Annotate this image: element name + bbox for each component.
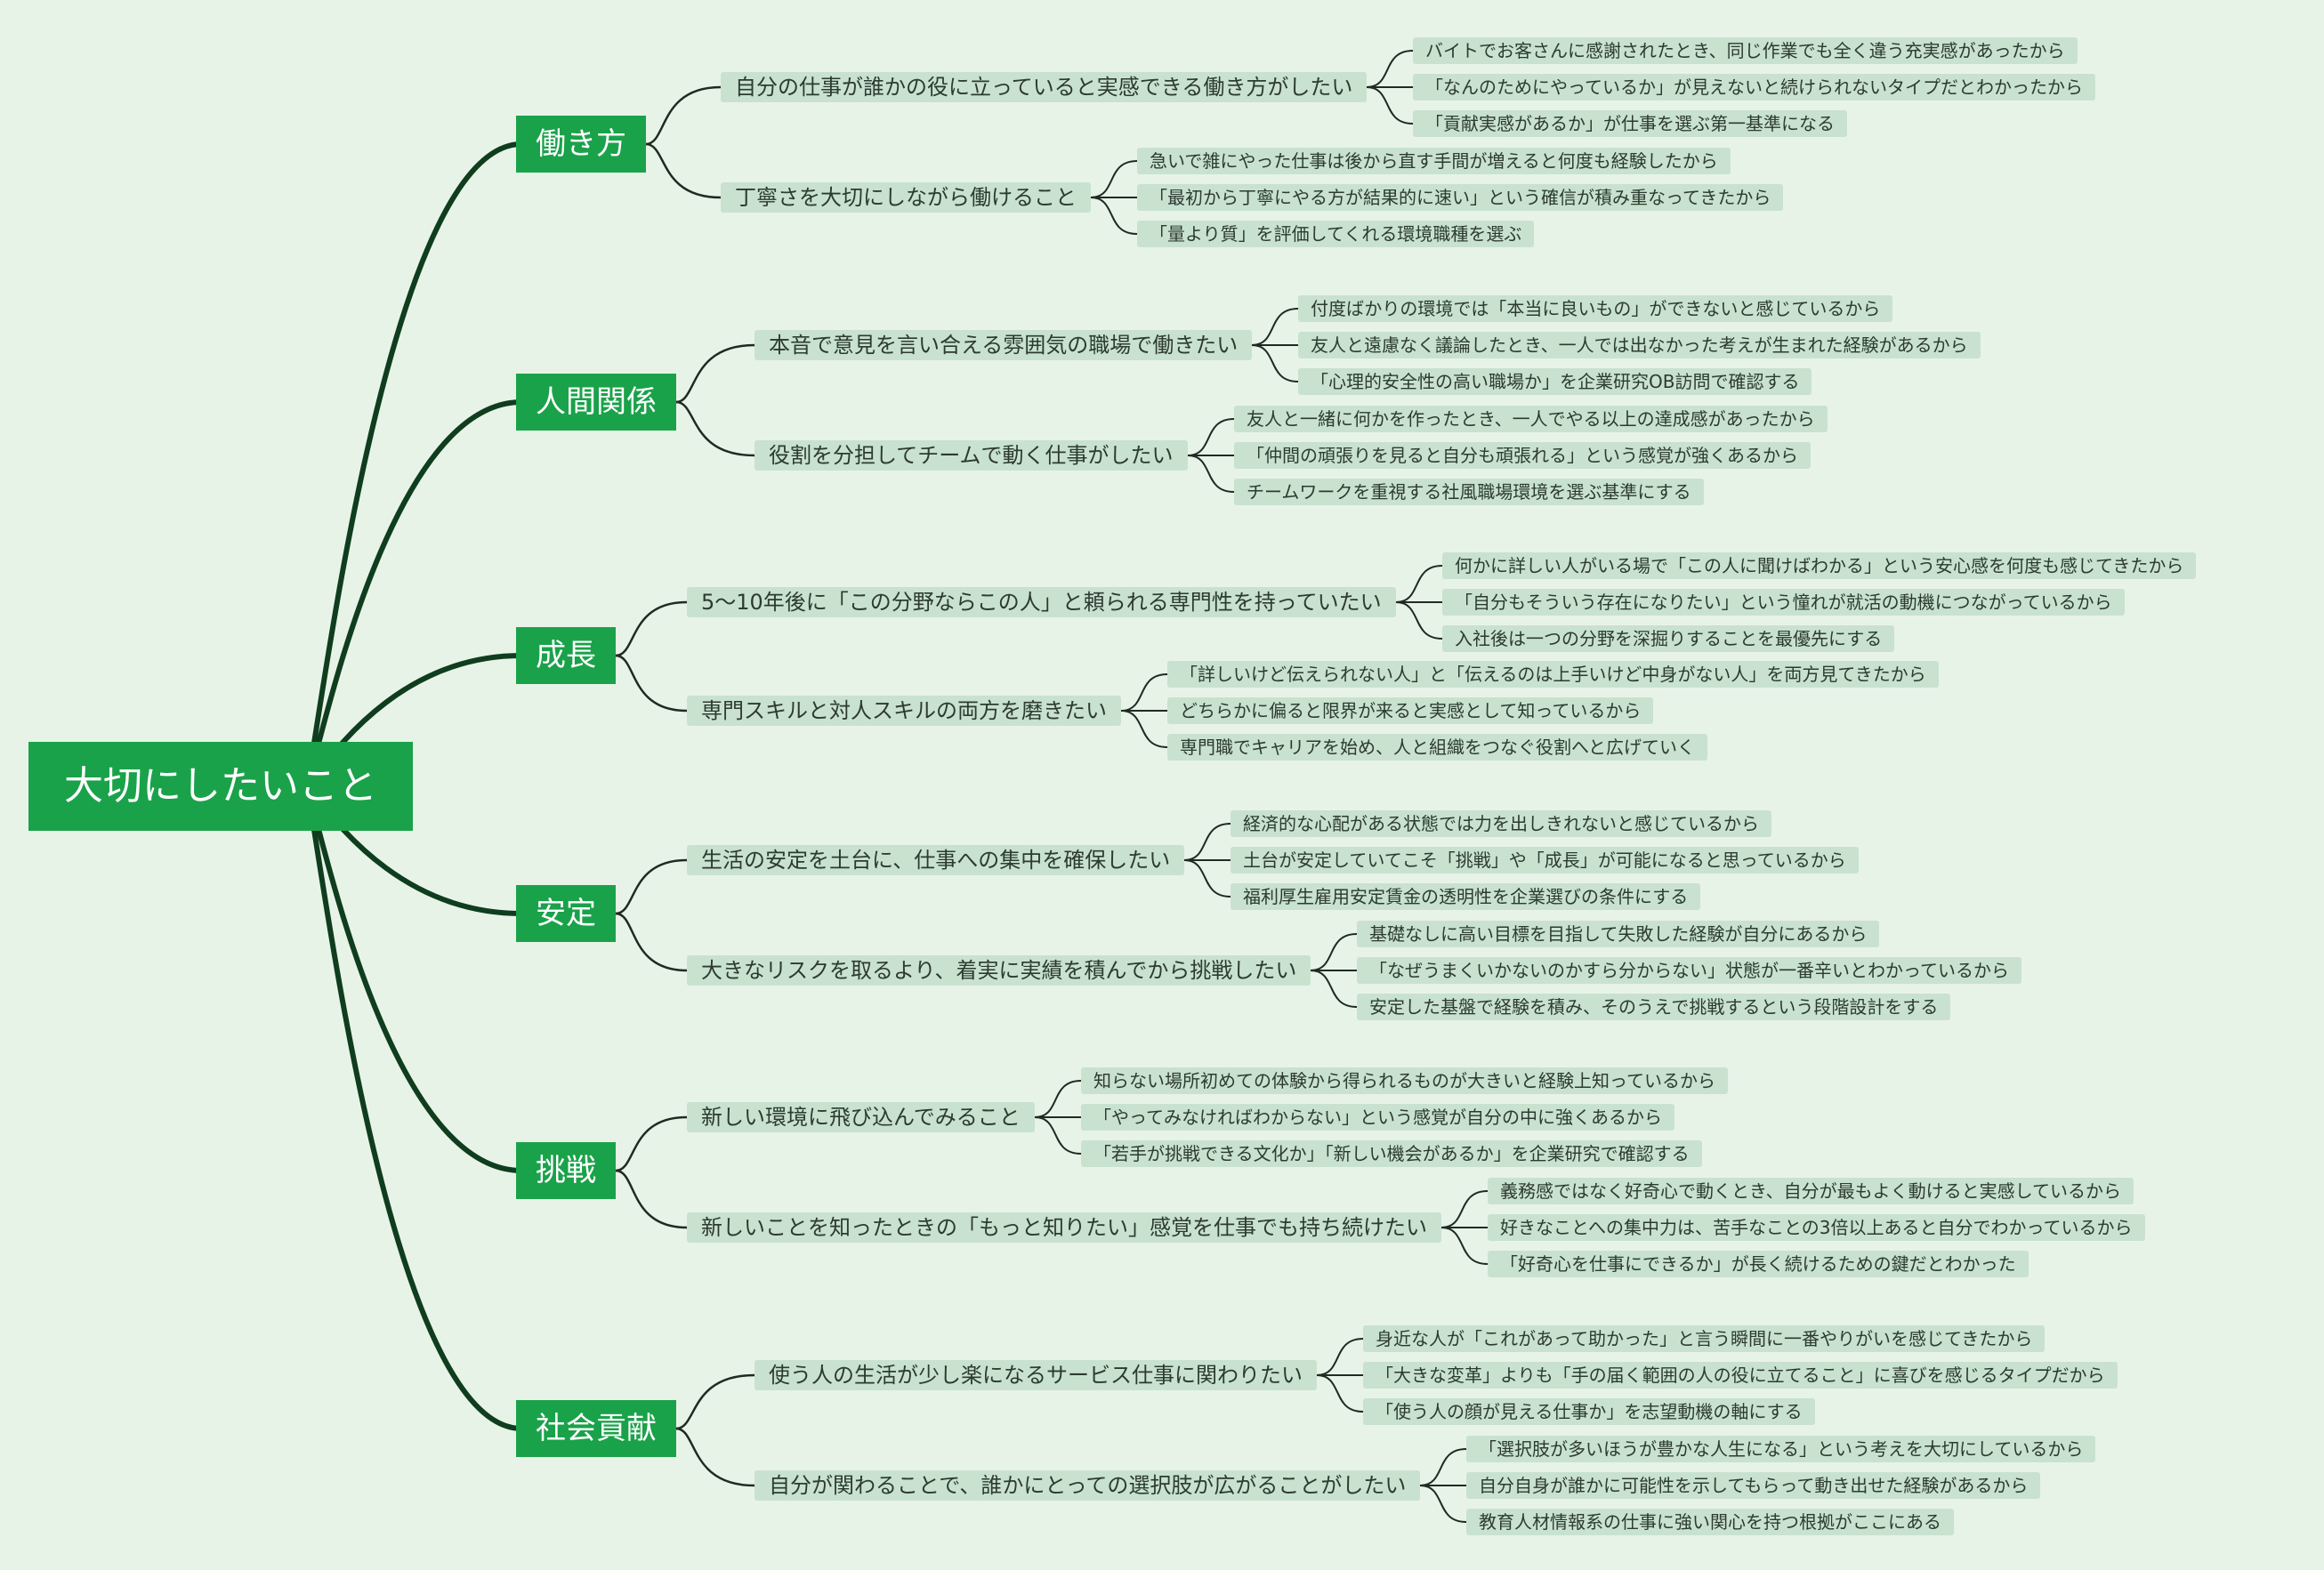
subtopic-node[interactable]: 本音で意見を言い合える雰囲気の職場で働きたい xyxy=(754,330,1253,360)
detail-item[interactable]: 「心理的安全性の高い職場か」を企業研究OB訪問で確認する xyxy=(1298,368,1812,395)
subtopic-node[interactable]: 自分が関わることで、誰かにとっての選択肢が広がることがしたい xyxy=(754,1470,1421,1501)
subtopic-node[interactable]: 丁寧さを大切にしながら働けること xyxy=(721,182,1091,213)
connector-line xyxy=(674,1373,756,1430)
subtopic-node[interactable]: 大きなリスクを取るより、着実に実績を積んでから挑戦したい xyxy=(687,955,1311,986)
connector-line xyxy=(644,142,722,199)
detail-item[interactable]: 「自分もそういう存在になりたい」という憧れが就活の動機につながっているから xyxy=(1442,589,2125,616)
connector-line xyxy=(1440,1227,1489,1265)
connector-line xyxy=(614,912,689,972)
connector-line xyxy=(674,400,756,457)
connector-line xyxy=(1395,601,1443,640)
category-node-6[interactable]: 社会貢献 xyxy=(516,1400,676,1457)
detail-item[interactable]: 「最初から丁寧にやる方が結果的に速い」という確信が積み重なってきたから xyxy=(1137,184,1784,211)
connector-line xyxy=(1090,197,1138,235)
detail-item[interactable]: 安定した基盤で経験を積み、そのうえで挑戦するという段階設計をする xyxy=(1357,994,1951,1020)
connector-line xyxy=(1120,710,1168,748)
connector-line xyxy=(644,85,722,146)
connector-line xyxy=(1440,1190,1489,1228)
subtopic-node[interactable]: 新しい環境に飛び込んでみること xyxy=(687,1102,1035,1132)
category-node-4[interactable]: 安定 xyxy=(516,885,616,942)
connector-line xyxy=(1251,344,1299,382)
detail-item[interactable]: 好きなことへの集中力は、苦手なことの3倍以上あると自分でわかっているから xyxy=(1488,1214,2145,1241)
connector-line xyxy=(1366,50,1414,88)
connector-line xyxy=(614,654,689,713)
detail-item[interactable]: 急いで雑にやった仕事は後から直す手間が増えると何度も経験したから xyxy=(1137,148,1731,174)
branch-line xyxy=(304,784,524,1431)
connector-line xyxy=(614,600,689,657)
detail-item[interactable]: 「若手が挑戦できる文化か」「新しい機会があるか」を企業研究で確認する xyxy=(1081,1140,1702,1167)
connector-line xyxy=(614,1115,689,1172)
connector-line xyxy=(1395,565,1443,603)
subtopic-node[interactable]: 自分の仕事が誰かの役に立っていると実感できる働き方がしたい xyxy=(721,72,1368,102)
connector-line xyxy=(1419,1448,1467,1486)
detail-item[interactable]: 「使う人の顔が見える仕事か」を志望動機の軸にする xyxy=(1363,1398,1815,1425)
detail-item[interactable]: 「なんのためにやっているか」が見えないと続けられないタイプだとわかったから xyxy=(1413,74,2095,101)
connector-line xyxy=(1187,455,1235,493)
connector-line xyxy=(1316,1374,1364,1413)
detail-item[interactable]: 「詳しいけど伝えられない人」と「伝えるのは上手いけど中身がない人」を両方見てきた… xyxy=(1167,661,1939,688)
detail-item[interactable]: 「仲間の頑張りを見ると自分も頑張れる」という感覚が強くあるから xyxy=(1234,442,1811,469)
detail-item[interactable]: 基礎なしに高い目標を目指して失敗した経験が自分にあるから xyxy=(1357,921,1880,947)
connector-line xyxy=(1183,859,1231,898)
detail-item[interactable]: 教育人材情報系の仕事に強い関心を持つ根拠がここにある xyxy=(1466,1509,1954,1535)
category-node-3[interactable]: 成長 xyxy=(516,627,616,684)
detail-item[interactable]: 「大きな変革」よりも「手の届く範囲の人の役に立てること」に喜びを感じるタイプだか… xyxy=(1363,1362,2118,1389)
connector-line xyxy=(674,1427,756,1487)
connector-line xyxy=(1187,418,1235,456)
detail-item[interactable]: 「なぜうまくいかないのかすら分からない」状態が一番辛いとわかっているから xyxy=(1357,957,2021,984)
connector-line xyxy=(1251,308,1299,346)
category-node-2[interactable]: 人間関係 xyxy=(516,374,676,431)
detail-item[interactable]: 友人と一緒に何かを作ったとき、一人でやる以上の達成感があったから xyxy=(1234,406,1828,432)
connector-line xyxy=(614,1169,689,1229)
detail-item[interactable]: 友人と遠慮なく議論したとき、一人では出なかった考えが生まれた経験があるから xyxy=(1298,332,1981,358)
detail-item[interactable]: 身近な人が「これがあって助かった」と言う瞬間に一番やりがいを感じてきたから xyxy=(1363,1325,2046,1352)
detail-item[interactable]: バイトでお客さんに感謝されたとき、同じ作業でも全く違う充実感があったから xyxy=(1413,37,2078,64)
subtopic-node[interactable]: 5〜10年後に「この分野ならこの人」と頼られる専門性を持っていたい xyxy=(687,587,1396,617)
detail-item[interactable]: 福利厚生雇用安定賃金の透明性を企業選びの条件にする xyxy=(1231,883,1701,910)
detail-item[interactable]: 知らない場所初めての体験から得られるものが大きいと経験上知っているから xyxy=(1081,1067,1728,1094)
detail-item[interactable]: 「やってみなければわからない」という感覚が自分の中に強くあるから xyxy=(1081,1104,1674,1131)
detail-item[interactable]: 専門職でキャリアを始め、人と組織をつなぐ役割へと広げていく xyxy=(1167,734,1707,761)
connector-line xyxy=(1366,86,1414,125)
detail-item[interactable]: 付度ばかりの環境では「本当に良いもの」ができないと感じているから xyxy=(1298,295,1893,322)
connector-line xyxy=(1120,673,1168,712)
detail-item[interactable]: 自分自身が誰かに可能性を示してもらって動き出せた経験があるから xyxy=(1466,1472,2041,1499)
subtopic-node[interactable]: 使う人の生活が少し楽になるサービス仕事に関わりたい xyxy=(754,1360,1317,1390)
connector-line xyxy=(1034,1080,1082,1118)
subtopic-node[interactable]: 新しいことを知ったときの「もっと知りたい」感覚を仕事でも持ち続けたい xyxy=(687,1212,1441,1243)
subtopic-node[interactable]: 専門スキルと対人スキルの両方を磨きたい xyxy=(687,696,1121,726)
connector-line xyxy=(1090,160,1138,198)
connector-line xyxy=(614,858,689,915)
subtopic-node[interactable]: 役割を分担してチームで動く仕事がしたい xyxy=(754,440,1188,471)
connector-line xyxy=(1310,970,1358,1008)
category-node-5[interactable]: 挑戦 xyxy=(516,1142,616,1199)
detail-item[interactable]: 「好奇心を仕事にできるか」が長く続けるための鍵だとわかった xyxy=(1488,1251,2029,1277)
subtopic-node[interactable]: 生活の安定を土台に、仕事への集中を確保したい xyxy=(687,845,1185,875)
category-node-1[interactable]: 働き方 xyxy=(516,116,646,173)
detail-item[interactable]: 入社後は一つの分野を深掘りすることを最優先にする xyxy=(1442,625,1895,652)
detail-item[interactable]: 「選択肢が多いほうが豊かな人生になる」という考えを大切にしているから xyxy=(1466,1436,2096,1462)
detail-item[interactable]: どちらかに偏ると限界が来ると実感として知っているから xyxy=(1167,697,1654,724)
detail-item[interactable]: 「貢献実感があるか」が仕事を選ぶ第一基準になる xyxy=(1413,110,1847,137)
central-topic[interactable]: 大切にしたいこと xyxy=(28,742,413,831)
detail-item[interactable]: 土台が安定していてこそ「挑戦」や「成長」が可能になると思っているから xyxy=(1231,847,1859,874)
connector-line xyxy=(1419,1485,1467,1523)
detail-item[interactable]: チームワークを重視する社風職場環境を選ぶ基準にする xyxy=(1234,479,1704,505)
connector-line xyxy=(1034,1116,1082,1155)
detail-item[interactable]: 何かに詳しい人がいる場で「この人に聞けばわかる」という安心感を何度も感じてきたか… xyxy=(1442,552,2197,579)
detail-item[interactable]: 経済的な心配がある状態では力を出しきれないと感じているから xyxy=(1231,810,1771,837)
connector-line xyxy=(1183,823,1231,861)
connector-line xyxy=(674,343,756,404)
connector-line xyxy=(1316,1338,1364,1376)
connector-line xyxy=(1310,933,1358,971)
detail-item[interactable]: 「量より質」を評価してくれる環境職種を選ぶ xyxy=(1137,221,1535,247)
branch-line xyxy=(304,141,524,789)
detail-item[interactable]: 義務感ではなく好奇心で動くとき、自分が最もよく動けると実感しているから xyxy=(1488,1178,2134,1204)
